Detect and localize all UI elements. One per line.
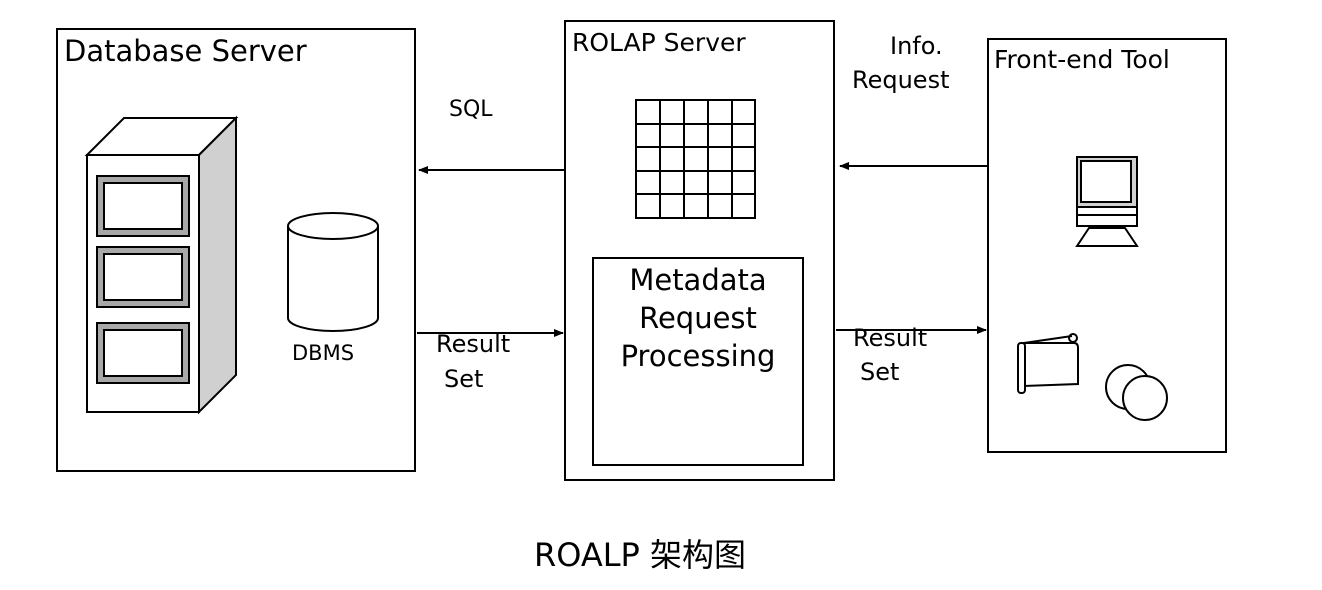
server-cabinet-icon bbox=[84, 115, 239, 415]
data-grid-icon bbox=[635, 99, 756, 219]
diagram-caption: ROALP 架构图 bbox=[534, 536, 746, 574]
computer-icon bbox=[1075, 156, 1139, 247]
database-server-title: Database Server bbox=[64, 34, 307, 68]
metadata-line-3: Processing bbox=[621, 339, 776, 373]
rolap-server-box bbox=[564, 20, 835, 481]
result-left-line-1: Result bbox=[436, 330, 510, 358]
dbms-cylinder-icon bbox=[287, 212, 379, 332]
result-right-line-2: Set bbox=[860, 358, 899, 386]
database-server-panel: Database Server DBMS bbox=[56, 28, 416, 472]
frontend-tool-panel: Front-end Tool bbox=[987, 38, 1227, 453]
dbms-label: DBMS bbox=[292, 341, 354, 365]
metadata-line-2: Request bbox=[639, 301, 757, 335]
report-scroll-icon bbox=[1017, 333, 1079, 394]
rolap-server-panel: ROLAP Server Metadata Request Processing bbox=[564, 20, 835, 481]
metadata-line-1: Metadata bbox=[629, 263, 766, 297]
frontend-tool-title: Front-end Tool bbox=[994, 45, 1170, 74]
result-left-line-2: Set bbox=[444, 365, 483, 393]
info-request-line-1: Info. bbox=[890, 32, 943, 60]
info-request-line-2: Request bbox=[852, 66, 950, 94]
metadata-processing-box bbox=[592, 257, 804, 466]
disc-pair-icon bbox=[1105, 364, 1168, 421]
rolap-server-title: ROLAP Server bbox=[572, 28, 746, 57]
result-right-line-1: Result bbox=[853, 324, 927, 352]
frontend-tool-box bbox=[987, 38, 1227, 453]
sql-label: SQL bbox=[449, 97, 493, 122]
database-server-box bbox=[56, 28, 416, 472]
